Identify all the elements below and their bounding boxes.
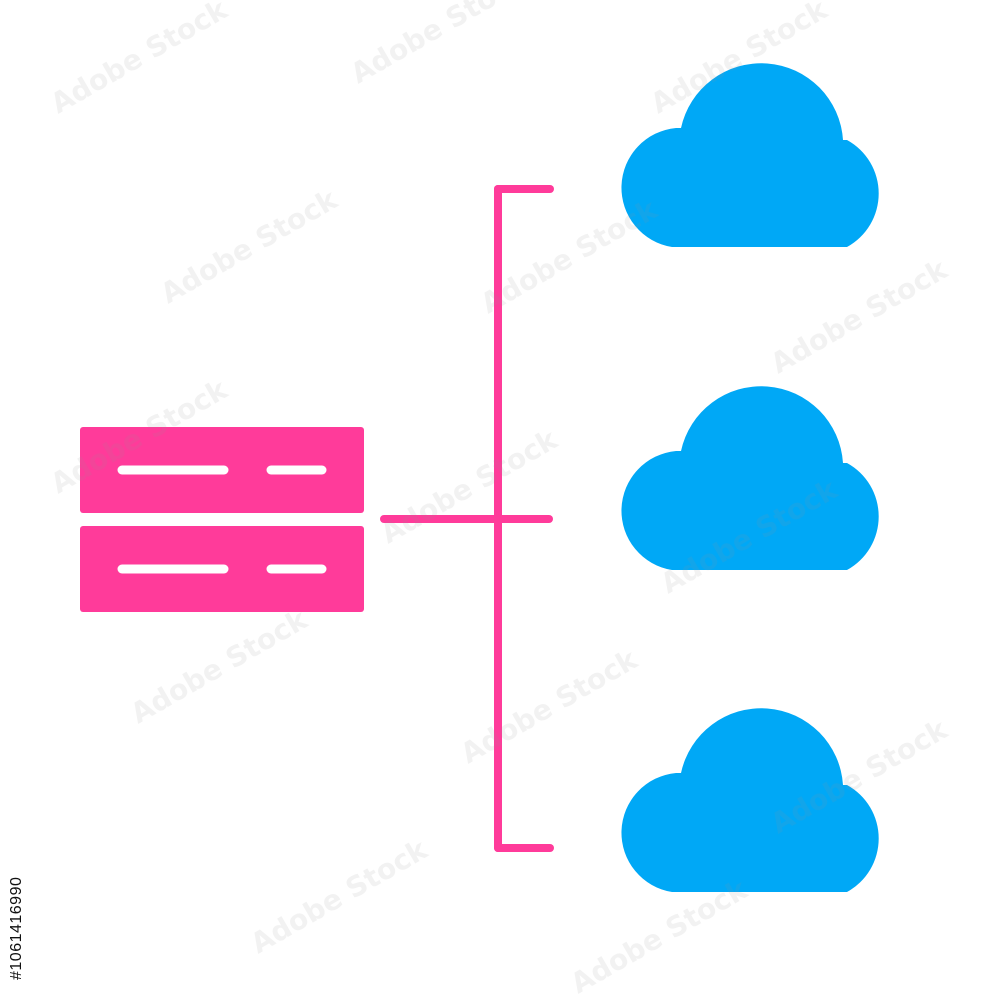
connector-lines [380,185,554,852]
stock-image-id: #1061416990 [8,830,38,980]
stock-image-id-text: #1061416990 [8,876,25,980]
server-icon [80,427,364,612]
cloud-icon [621,63,879,247]
cloud-icon [621,708,879,892]
cloud-icon [621,386,879,570]
